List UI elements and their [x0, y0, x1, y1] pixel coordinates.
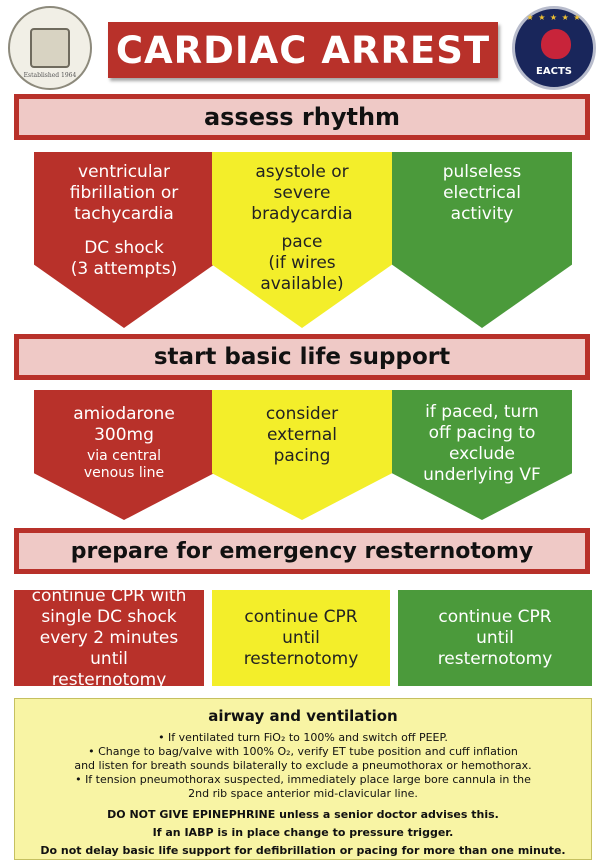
arrow-line: off pacing to	[428, 423, 536, 443]
arrow-line: if paced, turn	[425, 402, 539, 422]
airway-bullet-1: • If ventilated turn FiO₂ to 100% and sw…	[158, 731, 448, 744]
arrow-line: asystole or	[255, 162, 349, 182]
arrow-line: via central	[86, 448, 162, 464]
airway-bullet-2a: • Change to bag/valve with 100% O₂, veri…	[88, 745, 518, 758]
box-line: continue CPR with	[31, 585, 187, 606]
warning-iabp: If an IABP is in place change to pressur…	[152, 826, 454, 839]
arrow-line: severe	[273, 183, 331, 203]
airway-bullet-3b: 2nd rib space anterior mid-clavicular li…	[188, 787, 418, 800]
arrow-line: available)	[260, 274, 344, 294]
arrow-line: bradycardia	[251, 204, 353, 224]
arrow-line: venous line	[83, 465, 165, 481]
arrow-line: underlying VF	[423, 465, 541, 485]
arrow-line: external	[267, 425, 337, 445]
page-title: CARDIAC ARREST	[108, 22, 498, 78]
shield-icon	[30, 28, 70, 68]
arrow-line: fibrillation or	[69, 183, 179, 203]
box-line: every 2 minutes until	[39, 627, 179, 669]
arrow-line: electrical	[443, 183, 521, 203]
box-line: resternotomy	[51, 669, 167, 690]
box-line: resternotomy	[437, 648, 553, 669]
airway-bullet-3a: • If tension pneumothorax suspected, imm…	[75, 773, 531, 786]
band-basic-life-support: start basic life support	[14, 334, 590, 380]
airway-heading: airway and ventilation	[208, 707, 398, 725]
eacts-logo: ★ ★ ★ ★ ★ EACTS	[512, 6, 596, 90]
heart-icon	[541, 29, 571, 59]
arrow-line: pacing	[273, 446, 331, 466]
arrow-line: (if wires	[268, 253, 336, 273]
box-line: single DC shock	[41, 606, 177, 627]
band-resternotomy: prepare for emergency resternotomy	[14, 528, 590, 574]
warning-epinephrine: DO NOT GIVE EPINEPHRINE unless a senior …	[107, 808, 499, 821]
arrow-line: exclude	[448, 444, 516, 464]
box-line: continue CPR	[438, 606, 552, 627]
society-logo: Established 1964	[8, 6, 92, 90]
airway-bullet-2b: and listen for breath sounds bilaterally…	[74, 759, 532, 772]
warning-delay: Do not delay basic life support for defi…	[40, 844, 566, 857]
arrow-line: 300mg	[94, 425, 154, 445]
arrow-line: amiodarone	[73, 404, 175, 424]
eacts-label: EACTS	[536, 66, 572, 77]
arrow-line: pace	[281, 232, 323, 252]
arrow-line: pulseless	[442, 162, 522, 182]
box-line: resternotomy	[243, 648, 359, 669]
arrow-line: ventricular	[78, 162, 170, 182]
box-line: until	[282, 627, 320, 648]
arrow-line: tachycardia	[74, 204, 174, 224]
arrow-line: DC shock	[84, 238, 164, 258]
arrow-line: consider	[265, 404, 339, 424]
band-assess-rhythm: assess rhythm	[14, 94, 590, 140]
logo-text: Established 1964	[23, 72, 77, 79]
arrow-line: activity	[450, 204, 514, 224]
arrow-line: (3 attempts)	[70, 259, 178, 279]
airway-panel: airway and ventilation • If ventilated t…	[14, 698, 592, 860]
stars-icon: ★ ★ ★ ★ ★	[526, 13, 582, 22]
box-line: continue CPR	[244, 606, 358, 627]
box-line: until	[476, 627, 514, 648]
